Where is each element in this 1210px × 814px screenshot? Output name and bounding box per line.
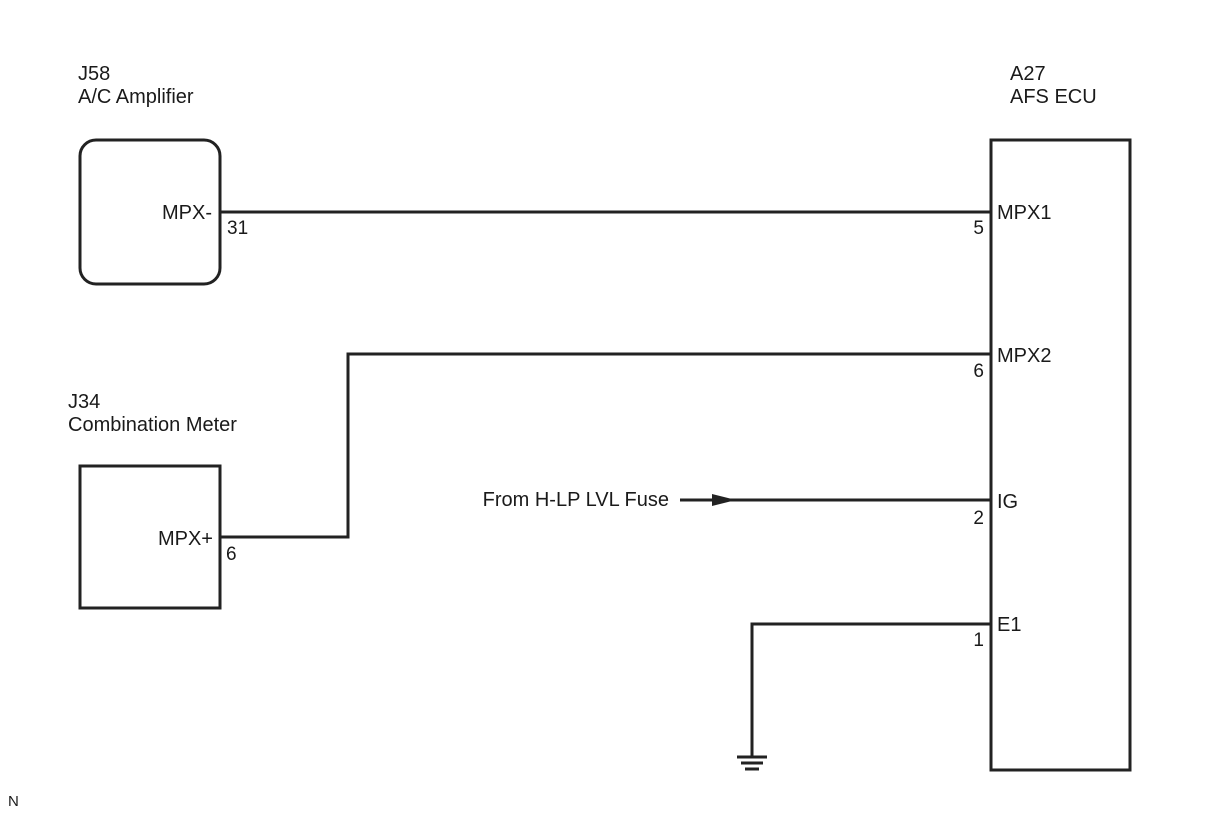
afs-ecu-pin-label-e1: E1 bbox=[997, 614, 1021, 636]
combination-meter-name: Combination Meter bbox=[68, 414, 237, 436]
corner-mark: N bbox=[8, 793, 19, 810]
ac-amplifier-name: A/C Amplifier bbox=[78, 86, 194, 108]
afs-ecu-component: A27 AFS ECU MPX1 5 MPX2 6 IG 2 E1 1 bbox=[973, 63, 1132, 772]
afs-ecu-pin-number-1: 1 bbox=[973, 630, 984, 651]
combination-meter-component: J34 Combination Meter MPX+ 6 bbox=[68, 391, 237, 610]
wire-mpx2 bbox=[220, 352, 991, 539]
combination-meter-pin-number: 6 bbox=[226, 544, 237, 565]
ac-amplifier-pin-label: MPX- bbox=[162, 202, 212, 224]
afs-ecu-box bbox=[989, 138, 1132, 772]
ground-icon bbox=[737, 755, 767, 771]
afs-ecu-pin-label-mpx2: MPX2 bbox=[997, 345, 1051, 367]
ac-amplifier-pin-number: 31 bbox=[227, 218, 248, 239]
wire-e1 bbox=[750, 622, 991, 756]
ac-amplifier-code: J58 bbox=[78, 63, 110, 85]
combination-meter-pin-label: MPX+ bbox=[158, 528, 213, 550]
afs-ecu-pin-number-5: 5 bbox=[973, 218, 984, 239]
combination-meter-box bbox=[78, 464, 222, 610]
ac-amplifier-component: J58 A/C Amplifier MPX- 31 bbox=[78, 63, 248, 286]
combination-meter-code: J34 bbox=[68, 391, 100, 413]
afs-ecu-pin-number-6: 6 bbox=[973, 361, 984, 382]
afs-ecu-name: AFS ECU bbox=[1010, 86, 1097, 108]
afs-ecu-code: A27 bbox=[1010, 63, 1046, 85]
afs-ecu-pin-number-2: 2 bbox=[973, 508, 984, 529]
source-label: From H-LP LVL Fuse bbox=[483, 489, 669, 511]
afs-ecu-pin-label-ig: IG bbox=[997, 491, 1018, 513]
arrow-icon bbox=[712, 494, 736, 506]
afs-ecu-pin-label-mpx1: MPX1 bbox=[997, 202, 1051, 224]
